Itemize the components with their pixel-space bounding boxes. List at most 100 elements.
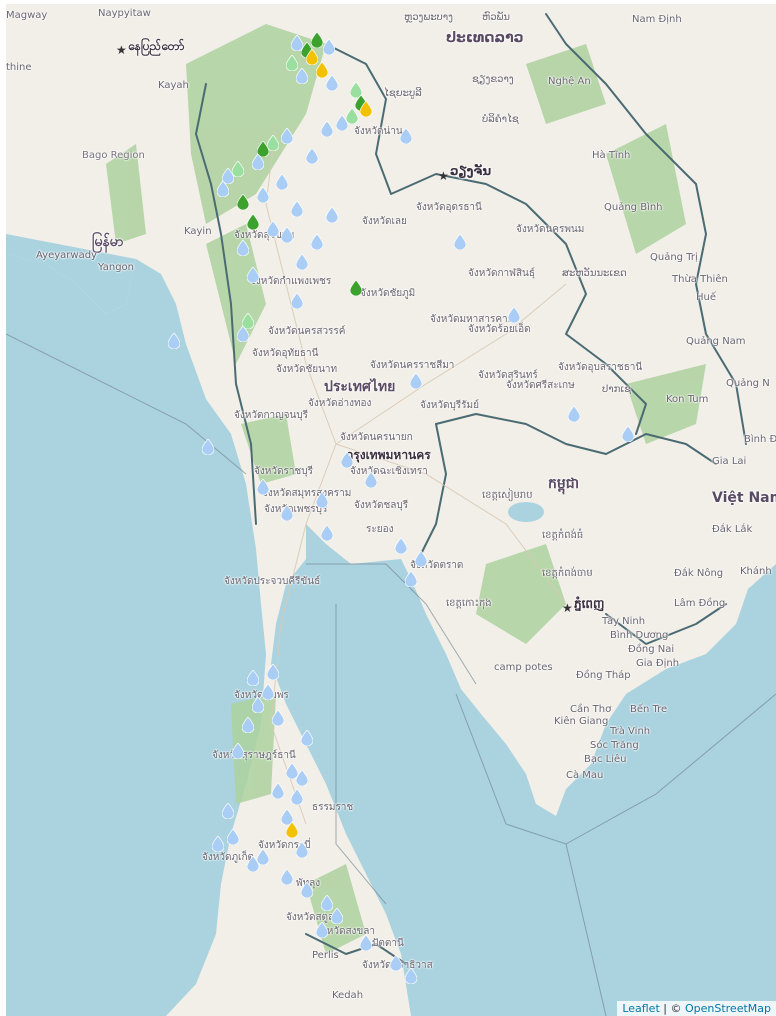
label-nghe-an: Nghệ An — [548, 76, 591, 87]
air-quality-marker-icon[interactable] — [291, 200, 304, 217]
air-quality-marker-icon[interactable] — [508, 306, 521, 323]
air-quality-marker-icon[interactable] — [621, 425, 634, 442]
air-quality-marker-icon[interactable] — [236, 240, 249, 257]
air-quality-marker-icon[interactable] — [276, 174, 289, 191]
air-quality-marker-icon[interactable] — [315, 61, 328, 78]
air-quality-marker-icon[interactable] — [266, 663, 279, 680]
air-quality-marker-icon[interactable] — [256, 141, 269, 158]
air-quality-marker-icon[interactable] — [345, 108, 358, 125]
air-quality-marker-icon[interactable] — [256, 187, 269, 204]
air-quality-marker-icon[interactable] — [301, 729, 314, 746]
air-quality-marker-icon[interactable] — [330, 908, 343, 925]
air-quality-marker-icon[interactable] — [454, 233, 467, 250]
air-quality-marker-icon[interactable] — [281, 868, 294, 885]
air-quality-marker-icon[interactable] — [281, 504, 294, 521]
air-quality-marker-icon[interactable] — [296, 769, 309, 786]
label-xayabury: ໄຊຍະບູລີ — [384, 88, 422, 99]
map-container[interactable]: Magway Naypyitaw ★ နေပြည်တော် thine Kaya… — [6, 4, 776, 1016]
air-quality-marker-icon[interactable] — [409, 372, 422, 389]
air-quality-marker-icon[interactable] — [365, 471, 378, 488]
air-quality-marker-icon[interactable] — [394, 538, 407, 554]
air-quality-marker-icon[interactable] — [404, 571, 417, 588]
air-quality-marker-icon[interactable] — [202, 438, 215, 455]
air-quality-marker-icon[interactable] — [236, 194, 249, 210]
air-quality-marker-icon[interactable] — [281, 809, 294, 826]
air-quality-marker-icon[interactable] — [167, 332, 180, 349]
air-quality-marker-icon[interactable] — [325, 207, 338, 224]
air-quality-marker-icon[interactable] — [241, 313, 254, 330]
air-quality-marker-icon[interactable] — [227, 829, 240, 845]
air-quality-marker-icon[interactable] — [291, 35, 304, 52]
air-quality-marker-icon[interactable] — [256, 848, 269, 865]
air-quality-marker-icon[interactable] — [246, 670, 259, 687]
air-quality-marker-icon[interactable] — [360, 101, 373, 118]
air-quality-marker-icon[interactable] — [311, 32, 323, 48]
air-quality-marker-icon[interactable] — [350, 280, 363, 296]
air-quality-marker-icon[interactable] — [232, 161, 244, 177]
air-quality-marker-icon[interactable] — [320, 524, 333, 541]
air-quality-marker-icon[interactable] — [266, 134, 279, 151]
air-quality-marker-icon[interactable] — [404, 967, 417, 984]
label-quang-n: Quảng N — [726, 378, 770, 389]
air-quality-marker-icon[interactable] — [320, 121, 333, 138]
label-ratchaburi: จังหวัดราชบุรี — [254, 466, 313, 477]
basemap — [6, 4, 776, 1016]
air-quality-marker-icon[interactable] — [399, 127, 412, 144]
label-houaphan: ຫົວພັນ — [482, 12, 510, 23]
air-quality-marker-icon[interactable] — [311, 233, 323, 250]
label-pattani: ปัตตานี — [372, 938, 404, 949]
air-quality-marker-icon[interactable] — [306, 48, 318, 65]
air-quality-marker-icon[interactable] — [320, 895, 333, 912]
air-quality-marker-icon[interactable] — [296, 842, 309, 859]
air-quality-marker-icon[interactable] — [246, 213, 259, 230]
air-quality-marker-icon[interactable] — [389, 954, 402, 971]
air-quality-marker-icon[interactable] — [286, 822, 299, 839]
tonle-sap — [508, 502, 544, 522]
air-quality-marker-icon[interactable] — [236, 326, 249, 343]
air-quality-marker-icon[interactable] — [281, 127, 294, 144]
air-quality-marker-icon[interactable] — [246, 266, 259, 283]
air-quality-marker-icon[interactable] — [306, 147, 318, 164]
label-yangon: Yangon — [98, 262, 135, 273]
roads — [265, 123, 567, 825]
air-quality-marker-icon[interactable] — [350, 81, 363, 98]
air-quality-marker-icon[interactable] — [291, 789, 304, 806]
air-quality-marker-icon[interactable] — [222, 167, 235, 184]
air-quality-marker-icon[interactable] — [301, 881, 314, 898]
air-quality-marker-icon[interactable] — [286, 762, 299, 779]
air-quality-marker-icon[interactable] — [325, 75, 338, 91]
air-quality-marker-icon[interactable] — [251, 154, 264, 171]
air-quality-marker-icon[interactable] — [281, 227, 294, 244]
air-quality-marker-icon[interactable] — [251, 696, 264, 713]
air-quality-marker-icon[interactable] — [340, 452, 353, 468]
osm-link[interactable]: OpenStreetMap — [684, 1002, 771, 1015]
air-quality-marker-icon[interactable] — [291, 293, 304, 310]
label-tra-vinh: Trà Vinh — [610, 726, 651, 737]
air-quality-marker-icon[interactable] — [271, 710, 284, 726]
label-bangkok: กรุงเทพมหานคร — [346, 448, 431, 462]
air-quality-marker-icon[interactable] — [232, 743, 244, 759]
air-quality-marker-icon[interactable] — [360, 934, 373, 951]
label-phuket: จังหวัดภูเก็ต — [202, 852, 255, 863]
air-quality-marker-icon[interactable] — [286, 55, 299, 72]
label-surin: จังหวัดสุรินทร์ — [478, 370, 538, 381]
label-roi-et: จังหวัดร้อยเอ็ด — [468, 324, 531, 335]
air-quality-marker-icon[interactable] — [241, 716, 254, 733]
air-quality-marker-icon[interactable] — [212, 835, 225, 852]
air-quality-marker-icon[interactable] — [261, 683, 274, 700]
air-quality-marker-icon[interactable] — [567, 405, 580, 422]
air-quality-marker-icon[interactable] — [271, 782, 284, 799]
air-quality-marker-icon[interactable] — [246, 855, 259, 872]
air-quality-marker-icon[interactable] — [315, 491, 328, 508]
air-quality-marker-icon[interactable] — [296, 253, 309, 270]
air-quality-marker-icon[interactable] — [335, 114, 348, 131]
air-quality-marker-icon[interactable] — [222, 802, 235, 819]
air-quality-marker-icon[interactable] — [266, 220, 279, 237]
air-quality-marker-icon[interactable] — [256, 478, 269, 495]
air-quality-marker-icon[interactable] — [217, 180, 230, 197]
air-quality-marker-icon[interactable] — [323, 38, 336, 55]
air-quality-marker-icon[interactable] — [315, 921, 328, 938]
leaflet-link[interactable]: Leaflet — [622, 1002, 660, 1015]
air-quality-marker-icon[interactable] — [296, 68, 309, 85]
air-quality-marker-icon[interactable] — [414, 551, 427, 568]
